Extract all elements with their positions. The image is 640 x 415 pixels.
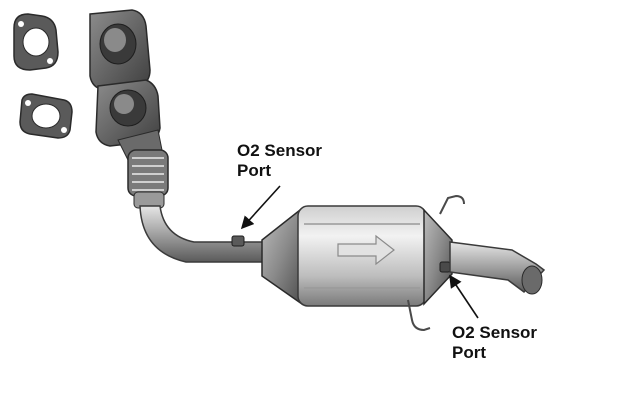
lower-sensor-boss <box>439 261 451 273</box>
inlet-pipe <box>139 205 267 263</box>
upper-o2-sensor-label: O2 Sensor Port <box>237 141 322 181</box>
flow-arrow <box>337 234 395 266</box>
lower-sensor-arrow <box>449 274 479 319</box>
lower-o2-sensor-label: O2 Sensor Port <box>452 323 537 363</box>
upper-o2-sensor-label-line1: O2 Sensor <box>237 141 323 160</box>
upper-o2-sensor-label-line2: Port <box>237 161 271 180</box>
gasket-lower <box>19 93 73 139</box>
hanger-bottom <box>407 299 431 332</box>
lower-o2-sensor-label-line2: Port <box>452 343 486 362</box>
lower-o2-sensor-label-line1: O2 Sensor <box>452 323 538 342</box>
outlet-cone <box>423 208 453 306</box>
hanger-top <box>439 194 465 215</box>
upper-sensor-boss <box>231 235 245 247</box>
manifold-flanges <box>89 9 163 161</box>
gasket-upper <box>13 13 59 71</box>
flex-joint <box>127 149 169 209</box>
upper-sensor-arrow <box>240 185 281 230</box>
inlet-cone <box>261 208 303 306</box>
